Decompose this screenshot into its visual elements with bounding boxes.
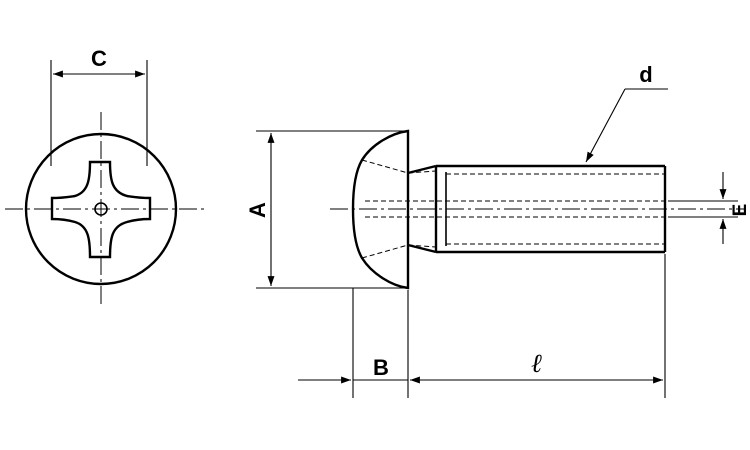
dimension-e: E — [668, 172, 750, 244]
phillips-cross-recess — [50, 160, 152, 259]
dim-b-label: B — [373, 355, 389, 380]
dim-a-label: A — [245, 202, 270, 218]
dim-e-label: E — [730, 204, 750, 217]
dimension-b: B — [298, 288, 409, 398]
head-outline-circle — [24, 132, 178, 286]
recess-hidden-lines — [361, 159, 437, 259]
pan-head-profile — [351, 129, 410, 290]
screw-side-view — [330, 129, 745, 290]
dimension-l: ℓ — [410, 254, 666, 398]
neck-chamfer — [407, 164, 437, 254]
leader-d-label: d — [639, 62, 652, 87]
leader-d: d — [585, 62, 668, 163]
center-hole — [94, 202, 108, 216]
head-top-view — [5, 112, 205, 308]
leader-d-arrow — [585, 88, 626, 163]
dimension-a: A — [245, 130, 405, 289]
dim-c-label: C — [91, 46, 107, 71]
dimension-c: C — [50, 46, 148, 166]
dim-l-label: ℓ — [531, 349, 542, 378]
